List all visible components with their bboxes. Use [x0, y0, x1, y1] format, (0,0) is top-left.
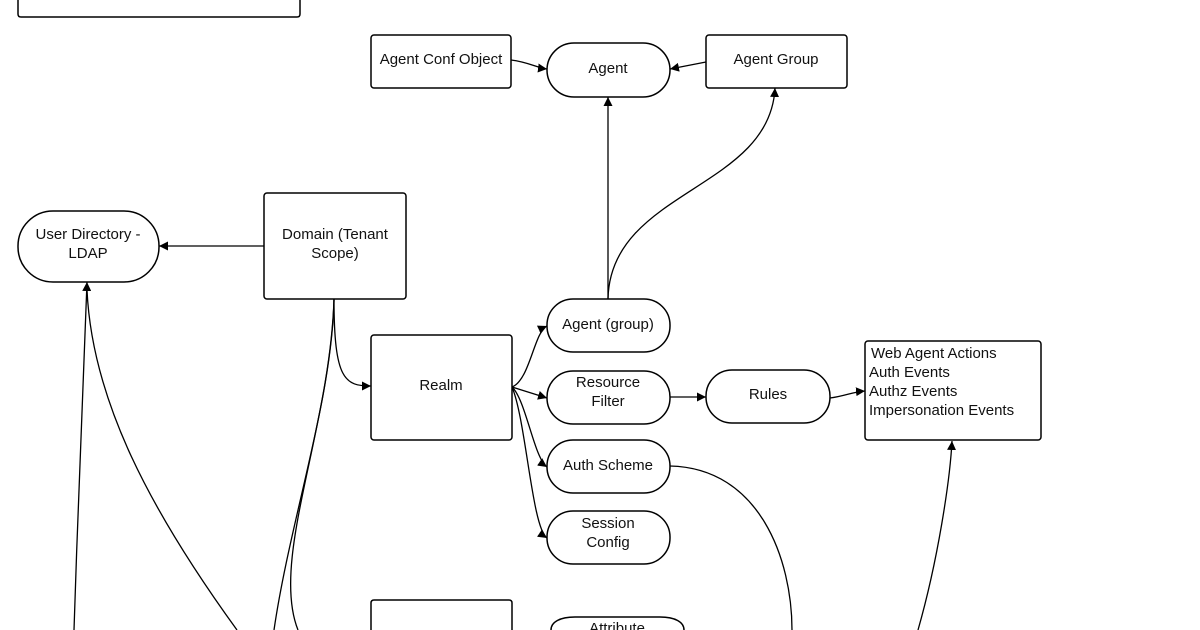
edge-realm-agentgroupchild	[511, 325, 548, 388]
node-label-line3: Authz Events	[869, 383, 957, 400]
node-label: Agent (group)	[562, 316, 654, 333]
node-label-line2: Filter	[591, 393, 624, 410]
node-label: Agent Conf Object	[380, 51, 503, 68]
node-agent-group-child[interactable]: Agent (group)	[546, 298, 671, 353]
edge-up-userdir-2	[86, 289, 238, 630]
edge-up-userdir-1	[73, 281, 92, 630]
node-label-line2: Auth Events	[869, 364, 950, 381]
node-agent-conf-object[interactable]: Agent Conf Object	[370, 34, 512, 89]
node-label: Realm	[419, 377, 462, 394]
node-label-line1: Web Agent Actions	[871, 345, 997, 362]
top-left-box	[17, 0, 301, 18]
node-label: Attribute	[589, 620, 645, 630]
node-domain[interactable]: Domain (Tenant Scope)	[263, 192, 407, 300]
node-label: Rules	[749, 386, 787, 403]
node-label: Agent	[588, 60, 628, 77]
edge-domain-realm	[333, 298, 372, 391]
node-resource-filter[interactable]: Resource Filter	[546, 370, 671, 425]
node-attribute[interactable]: Attribute	[550, 616, 685, 630]
edge-rules-webagent	[829, 387, 866, 399]
node-label: Auth Scheme	[563, 457, 653, 474]
edge-domain-down-1	[273, 298, 335, 630]
edge-authscheme-down	[669, 465, 793, 630]
node-label-line1: Session	[581, 515, 634, 532]
node-label-line2: Config	[586, 534, 629, 551]
node-web-agent-actions[interactable]: Web Agent Actions Auth Events Authz Even…	[864, 340, 1042, 441]
node-label: Agent Group	[733, 51, 818, 68]
edge-up-webagent	[917, 440, 957, 630]
edge-domain-down-2	[290, 298, 335, 630]
edges	[73, 59, 957, 630]
node-label-line1: Resource	[576, 374, 640, 391]
node-label-line2: LDAP	[68, 245, 107, 262]
node-session-config[interactable]: Session Config	[546, 510, 671, 565]
edge-agentconf-agent	[510, 59, 548, 73]
node-agent[interactable]: Agent	[546, 42, 671, 98]
node-label-line4: Impersonation Events	[869, 402, 1014, 419]
node-label-line1: User Directory -	[35, 226, 140, 243]
edge-agentgroup-agent	[669, 61, 707, 72]
edge-realm-authscheme	[511, 386, 548, 468]
edge-realm-sessionconfig	[511, 386, 548, 539]
node-user-directory[interactable]: User Directory - LDAP	[17, 210, 160, 283]
node-bottom-box[interactable]	[370, 599, 513, 630]
node-agent-group[interactable]: Agent Group	[705, 34, 848, 89]
edge-realm-resourcefilter	[511, 386, 548, 400]
node-rules[interactable]: Rules	[705, 369, 831, 424]
edge-agentgroupchild-agentgroup	[607, 87, 780, 300]
node-label-line1: Domain (Tenant	[282, 226, 389, 243]
node-auth-scheme[interactable]: Auth Scheme	[546, 439, 671, 494]
node-label-line2: Scope)	[311, 245, 359, 262]
node-realm[interactable]: Realm	[370, 334, 513, 441]
